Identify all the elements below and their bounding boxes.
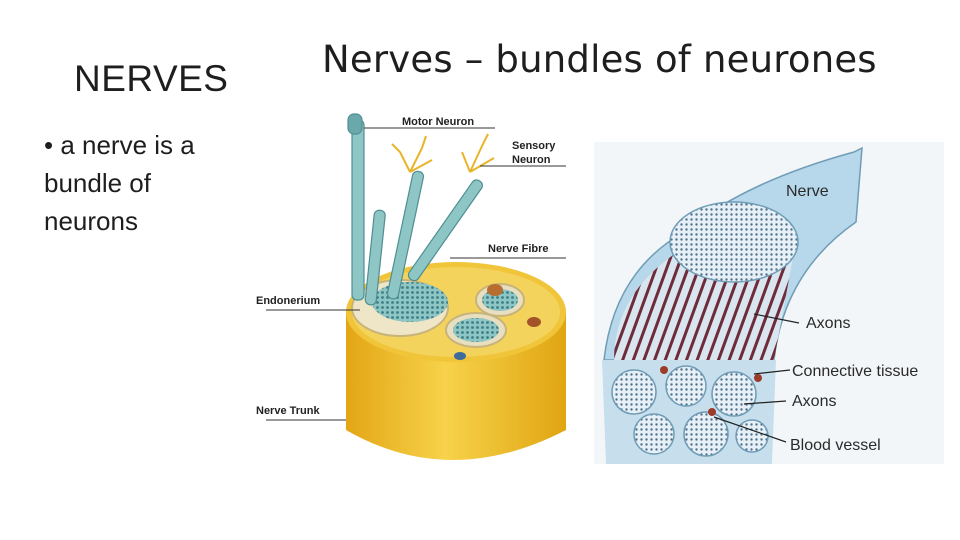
cross-section-fascicles [611,365,769,457]
leader-lines [266,127,566,421]
nerve-trunk-diagram: Motor Neuron Sensory Neuron Nerve Fibre … [256,113,566,460]
label-nerve-fibre: Nerve Fibre [488,243,549,255]
diagram-heading: Nerves – bundles of neurones [322,38,877,81]
label-nerve-trunk: Nerve Trunk [256,405,320,417]
nerve-cross-section-diagram: Nerve Axons Connective tissue Axons Bloo… [594,142,944,464]
label-connective-tissue: Connective tissue [792,363,918,380]
label-axons-upper: Axons [806,315,850,332]
blood-vessels [660,366,762,416]
label-sensory-neuron-1: Sensory [512,140,556,152]
bullet-text: • a nerve is a bundle of neurons [44,130,195,236]
label-nerve: Nerve [786,183,829,200]
slide-title: NERVES [74,58,229,99]
label-endonerium: Endonerium [256,295,320,307]
label-motor-neuron: Motor Neuron [402,116,474,128]
nerve-fibres [347,113,483,306]
label-blood-vessel: Blood vessel [790,437,881,454]
sensory-dendrites [391,133,495,173]
label-sensory-neuron-2: Neuron [512,154,551,166]
nerve-top-fascicles [669,201,799,283]
right-leader-lines [713,313,800,443]
fascicle-small [445,283,541,360]
label-axons-lower: Axons [792,393,836,410]
